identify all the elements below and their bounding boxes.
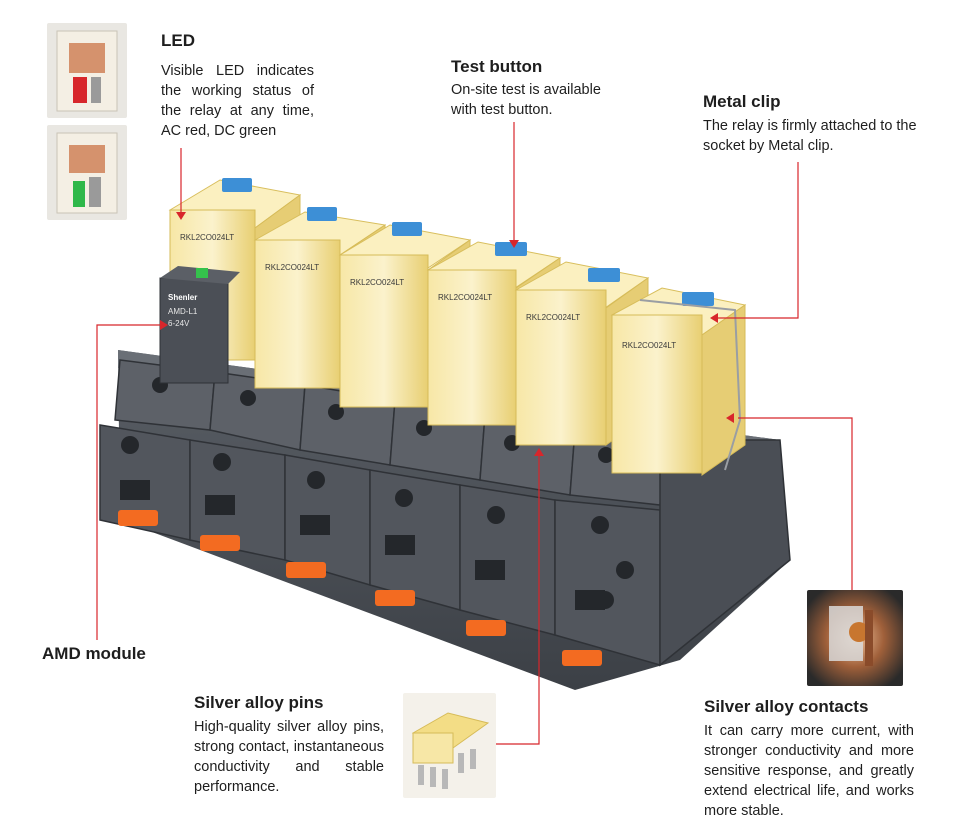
svg-text:RKL2CO024LT: RKL2CO024LT: [622, 341, 676, 350]
svg-text:RKL2CO024LT: RKL2CO024LT: [350, 278, 404, 287]
test-button-title: Test button: [451, 57, 543, 76]
svg-text:RKL2CO024LT: RKL2CO024LT: [438, 293, 492, 302]
amd-module-title: AMD module: [42, 644, 146, 663]
release-clips: [118, 510, 602, 666]
led-red-thumbnail: [47, 23, 127, 118]
svg-text:Shenler: Shenler: [168, 293, 197, 302]
relay-6: [610, 287, 747, 476]
svg-text:6-24V: 6-24V: [168, 319, 190, 328]
red-led-icon: [73, 77, 87, 103]
terminal-screws: [120, 377, 634, 610]
led-description: Visible LED indicates the working status…: [161, 63, 314, 139]
metal-clip-description: The relay is firmly attached to the sock…: [703, 118, 917, 154]
green-led-icon: [73, 181, 85, 207]
silver-pins-title: Silver alloy pins: [194, 693, 324, 712]
silver-contacts-description: It can carry more current, with stronger…: [704, 723, 914, 819]
led-title: LED: [161, 31, 195, 50]
test-button-description: On-site test is available with test butt…: [451, 82, 601, 118]
silver-pins-thumbnail: [403, 693, 496, 798]
silver-contacts-thumbnail: [807, 590, 903, 686]
svg-text:RKL2CO024LT: RKL2CO024LT: [265, 263, 319, 272]
silver-contacts-title: Silver alloy contacts: [704, 697, 869, 716]
svg-text:RKL2CO024LT: RKL2CO024LT: [180, 233, 234, 242]
led-green-thumbnail: [47, 125, 127, 220]
relay-labels: RKL2CO024LT RKL2CO024LT RKL2CO024LT RKL2…: [180, 233, 676, 350]
silver-pins-description: High-quality silver alloy pins, strong c…: [194, 719, 384, 795]
metal-clip-title: Metal clip: [703, 92, 781, 111]
svg-text:RKL2CO024LT: RKL2CO024LT: [526, 313, 580, 322]
svg-text:AMD-L1: AMD-L1: [168, 307, 198, 316]
amd-module-unit: Shenler AMD-L1 6-24V: [159, 266, 240, 384]
pointer-arrows: [160, 212, 734, 456]
